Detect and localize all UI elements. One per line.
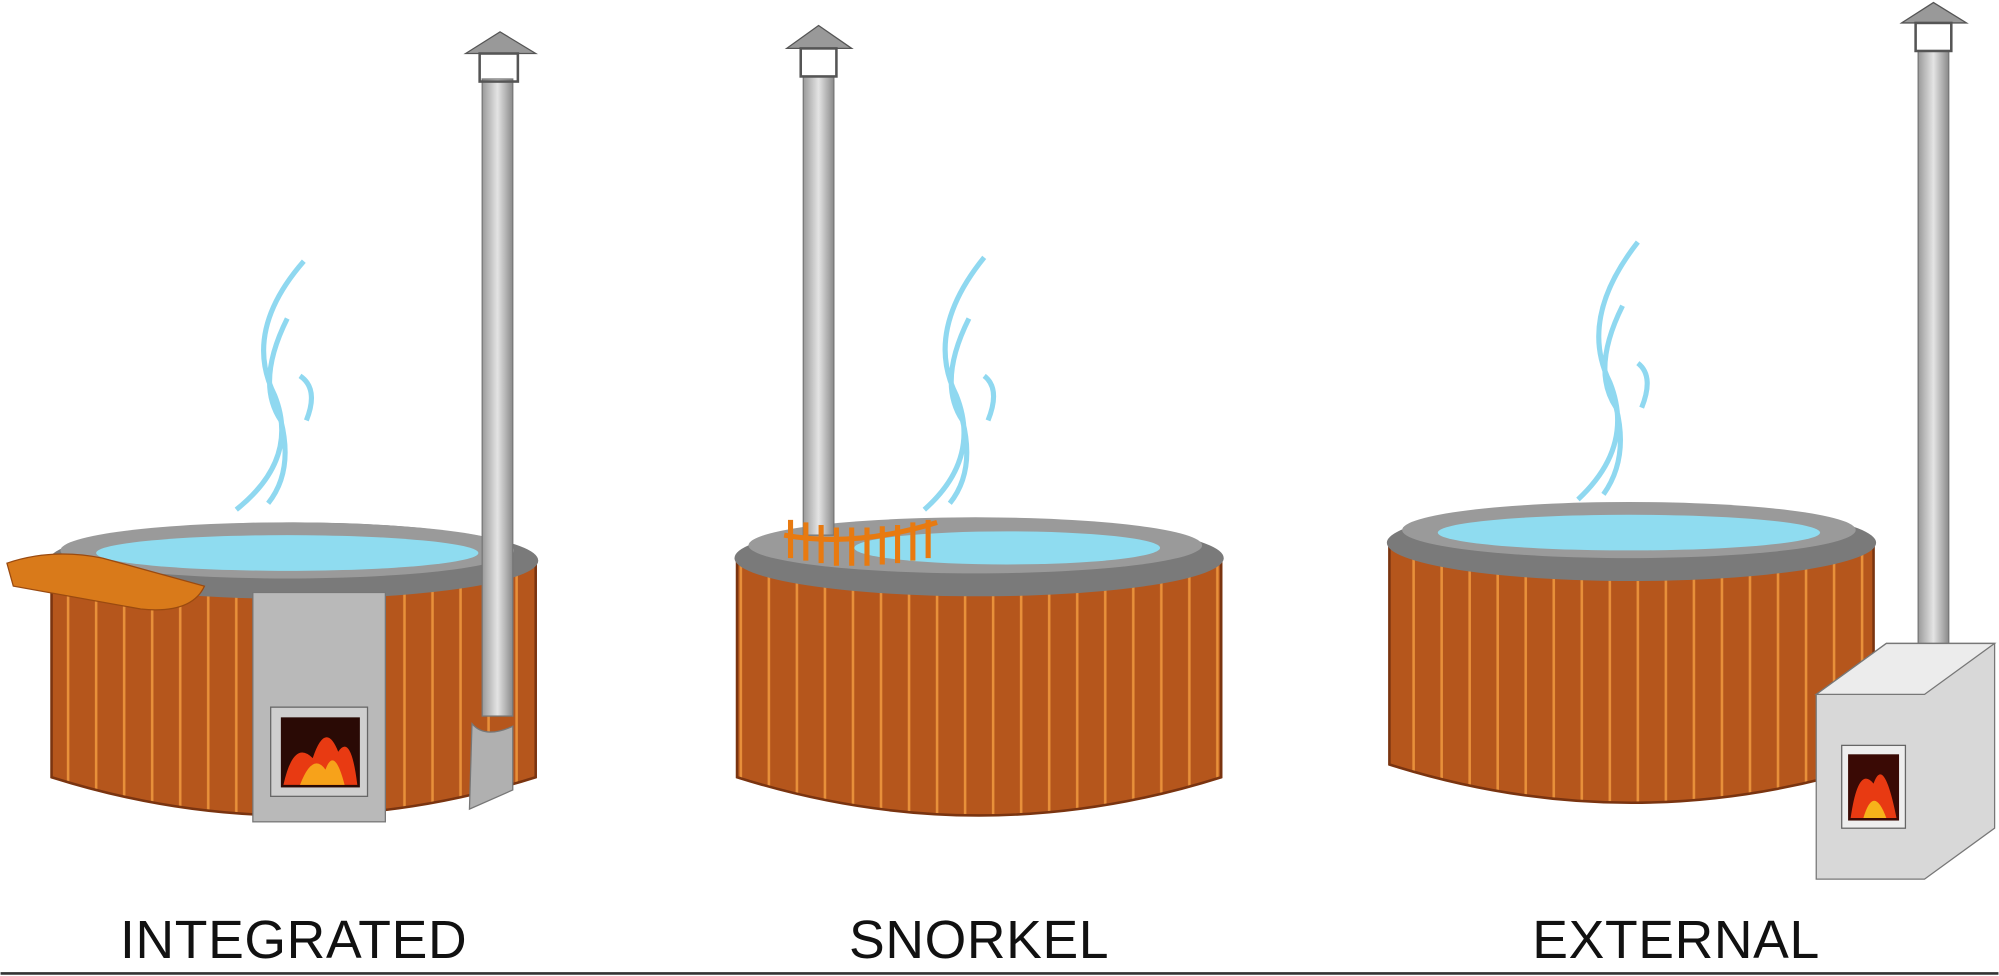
label-external: EXTERNAL — [1532, 911, 1820, 970]
integrated-chimney — [481, 78, 514, 717]
external-stove — [1814, 642, 1997, 880]
label-integrated: INTEGRATED — [120, 911, 467, 970]
snorkel-hot-tub — [734, 24, 1224, 817]
label-snorkel: SNORKEL — [849, 911, 1109, 970]
integrated-hot-tub — [6, 31, 539, 823]
external-chimney — [1917, 50, 1950, 651]
steam-icon — [1576, 240, 1650, 502]
external-hot-tub — [1386, 1, 1997, 880]
snorkel-guard — [783, 519, 938, 566]
snorkel-chimney — [802, 75, 835, 536]
steam-icon — [922, 255, 997, 512]
steam-icon — [234, 259, 314, 512]
